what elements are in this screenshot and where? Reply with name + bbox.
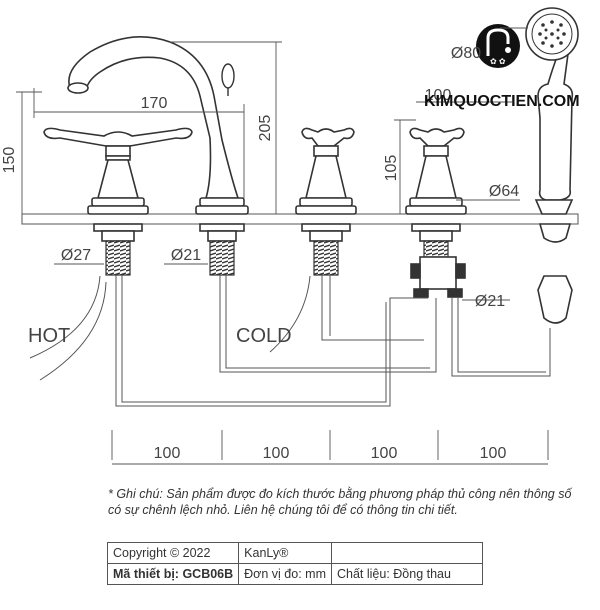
dim-spout-reach: 170: [141, 95, 168, 112]
dim-spout-thread: Ø21: [171, 247, 201, 264]
model-cell: Mã thiết bị: GCB06B: [106, 563, 240, 585]
dim-deck-diameter: Ø64: [489, 183, 519, 200]
dim-diverter-thread: Ø21: [475, 293, 505, 310]
dim-shower-width: 100: [425, 87, 452, 104]
dim-spacing-2: 100: [263, 445, 290, 462]
cold-handle-valve: [295, 127, 357, 242]
dim-diverter-height: 105: [383, 155, 400, 182]
dim-hot-thread: Ø27: [61, 247, 91, 264]
dim-spacing-1: 100: [154, 445, 181, 462]
hoses: [29, 275, 551, 407]
unit-cell: Đơn vị đo: mm: [238, 563, 332, 585]
svg-text:✿ ✿: ✿ ✿: [490, 57, 506, 66]
cold-thread: [313, 240, 339, 276]
dim-spacing-3: 100: [371, 445, 398, 462]
diverter-handle-valve: [405, 127, 467, 242]
shower-head-icon: [525, 7, 579, 61]
brand-cell: KanLy®: [238, 542, 332, 564]
dim-handle-height: 150: [1, 147, 18, 174]
material-cell: Chất liệu: Đồng thau: [330, 563, 483, 585]
diverter-body: [410, 256, 466, 298]
dim-shower-diameter: Ø80: [451, 45, 481, 62]
watermark-text: KIMQUOCTIEN.COM: [424, 93, 580, 110]
cold-label: COLD: [236, 325, 292, 347]
diverter-thread: [423, 240, 449, 258]
copyright-cell: Copyright © 2022: [106, 542, 240, 564]
hot-label: HOT: [28, 325, 70, 347]
hand-shower: [534, 53, 574, 324]
watermark-logo-icon: ✿ ✿: [476, 24, 520, 68]
empty-cell: [330, 542, 483, 564]
dimension-lines: [16, 27, 549, 465]
deck-plate: [21, 213, 579, 225]
spout-finial: [221, 63, 235, 96]
dim-spacing-4: 100: [480, 445, 507, 462]
info-table: Copyright © 2022 KanLy® Mã thiết bị: GCB…: [106, 542, 483, 585]
hot-handle-valve: [43, 127, 193, 242]
hot-thread: [105, 240, 131, 276]
measurement-note: * Ghi chú: Sản phẩm được đo kích thước b…: [108, 487, 572, 517]
dim-spout-height: 205: [257, 115, 274, 142]
spout-thread: [209, 240, 235, 276]
faucet-technical-drawing: ✿ ✿: [1, 7, 580, 465]
spout: [67, 36, 249, 242]
